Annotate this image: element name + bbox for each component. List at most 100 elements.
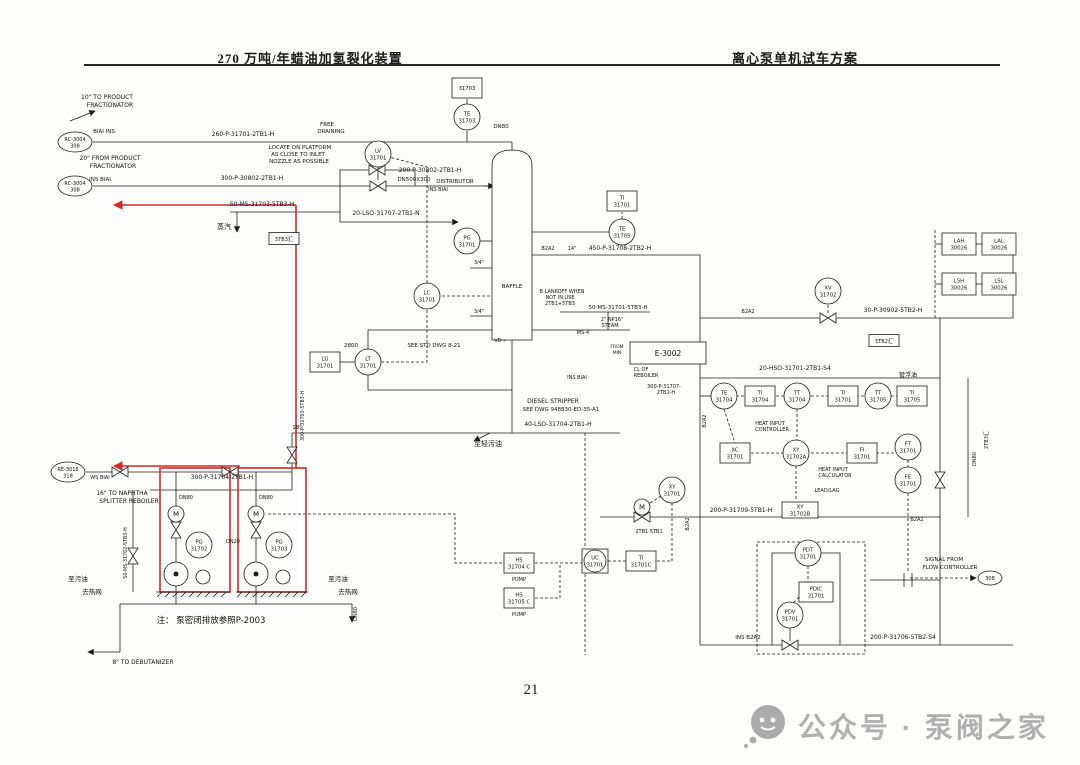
diagram-label: B LANKOFF WHEN bbox=[540, 289, 585, 295]
instrument-xc31701 bbox=[719, 442, 751, 464]
instrument-number: 30026 bbox=[951, 246, 968, 252]
valve-symbol bbox=[934, 471, 946, 489]
instrument-tag: TE bbox=[463, 112, 471, 118]
instrument-tag: HS bbox=[515, 593, 523, 599]
diagram-label: STEAM bbox=[601, 323, 618, 329]
grade-hatch bbox=[236, 591, 243, 598]
valve-symbol bbox=[781, 639, 799, 651]
diagram-label: 20-HSO-31701-2TB1-S4 bbox=[759, 365, 831, 372]
grade-hatch bbox=[204, 591, 211, 598]
instrument-pg31703 bbox=[265, 531, 293, 559]
instrument-number: 31701C bbox=[631, 563, 652, 569]
instrument-tag: LAL bbox=[994, 239, 1004, 245]
line-flag bbox=[57, 175, 93, 197]
diagram-label: HEAT INPUT bbox=[755, 421, 785, 427]
instrument-number: 31705 C bbox=[508, 600, 531, 606]
diagram-label: DN20 bbox=[226, 539, 240, 545]
instrument-tag: XY bbox=[797, 505, 805, 511]
instrument-m bbox=[167, 505, 185, 523]
instrument-xy31702b bbox=[781, 501, 819, 519]
diagram-label: 8" TO DEBUTANIZER bbox=[112, 659, 173, 666]
grade-hatch bbox=[244, 591, 251, 598]
valve-symbol bbox=[127, 547, 139, 565]
diagram-label: CL OF bbox=[634, 367, 649, 373]
diagram-label: 至轻污油 bbox=[474, 439, 502, 448]
instrument-xy31701 bbox=[658, 476, 686, 504]
grade-hatch bbox=[284, 591, 291, 598]
valve-symbol bbox=[111, 466, 129, 478]
pipe-line bbox=[367, 375, 512, 391]
instrument-tag: TT bbox=[874, 391, 882, 397]
spec-break-label: 5TB2汇 bbox=[875, 338, 893, 345]
instrument-tag: TI bbox=[638, 556, 644, 562]
diagram-label: DIESEL STRIPPER bbox=[527, 398, 579, 405]
instrument-number: 31702 bbox=[191, 547, 208, 553]
diagram-label: SEE DWG 948830-ED-35-A1 bbox=[523, 407, 600, 413]
watermark: 公众号 · 泵阀之家 bbox=[740, 700, 1049, 752]
valve-symbol bbox=[369, 180, 387, 192]
diagram-label: NOZZLE AS POSSIBLE bbox=[269, 159, 329, 165]
instrument-tag: XY bbox=[793, 448, 801, 454]
instrument-te31704 bbox=[710, 382, 738, 410]
header-left-title: 270 万吨/年蜡油加氢裂化装置 bbox=[217, 51, 403, 66]
instrument-tag: FT bbox=[905, 442, 912, 448]
line-flag bbox=[977, 570, 1003, 586]
spec-break-label: 5TB3汇 bbox=[275, 236, 293, 243]
diagram-label: 2" NP16" bbox=[601, 317, 624, 323]
diagram-label: E-3002 bbox=[655, 349, 682, 358]
instrument-lc31701 bbox=[413, 282, 441, 310]
instrument-ti31701 bbox=[827, 385, 859, 407]
diagram-label: DN80 bbox=[259, 495, 273, 501]
instrument-number: 31701 bbox=[854, 455, 871, 461]
spec-break-flag bbox=[268, 232, 300, 245]
header-rule bbox=[84, 64, 1000, 66]
instrument-tag: LSL bbox=[994, 279, 1003, 285]
diagram-label: B2A2 bbox=[685, 517, 691, 530]
instrument-number: 31701 bbox=[900, 482, 917, 488]
instrument-number: 31704 bbox=[789, 398, 806, 404]
pipe-line bbox=[69, 110, 96, 122]
instrument-tag: LSH bbox=[954, 279, 964, 285]
diagram-label: 50-MS-31703-5TB3-H bbox=[230, 201, 294, 208]
instrument-tag: LC bbox=[424, 291, 431, 297]
diagram-label: 10" TO PRODUCT bbox=[81, 94, 133, 101]
instrument-tag: M bbox=[639, 504, 645, 512]
header-right-title: 离心泵单机试车方案 bbox=[731, 51, 858, 66]
diagram-label: SEE STD DWG 8-21 bbox=[407, 343, 460, 349]
instrument-fi31701 bbox=[846, 442, 878, 464]
diagram-label: 200-P-31706-5TB2-S4 bbox=[870, 634, 936, 641]
pump-hub bbox=[173, 571, 179, 577]
diagram-label: 14" bbox=[568, 246, 577, 252]
instrument-tag: M bbox=[253, 511, 259, 519]
diagram-label: MS-4 bbox=[577, 330, 589, 336]
flag-tag: 308 bbox=[985, 576, 995, 582]
instrument-number: 31704 bbox=[716, 398, 733, 404]
diagram-label: VD→ bbox=[494, 338, 505, 344]
instrument-pg31702 bbox=[185, 531, 213, 559]
instrument-number: 31701 bbox=[614, 203, 631, 209]
grade-hatch bbox=[300, 591, 307, 598]
diagram-label: 20-LSO-31707-2TB1-N bbox=[352, 210, 419, 217]
instrument-number: 31705 bbox=[870, 398, 887, 404]
signal-line bbox=[723, 408, 736, 444]
instrument-hs31704c bbox=[503, 552, 535, 574]
instrument-tag: TI bbox=[909, 391, 915, 397]
instrument-tag: PDV bbox=[785, 610, 796, 616]
pump-coupling bbox=[195, 569, 211, 585]
diagram-label: DRAINING bbox=[317, 129, 344, 135]
instrument-number: 31701 bbox=[808, 594, 825, 600]
grade-hatch bbox=[276, 591, 283, 598]
chat-bubble-icon bbox=[744, 705, 785, 748]
signal-line bbox=[381, 309, 428, 363]
diagram-label: 30-P-30902-5TB2-H bbox=[864, 307, 923, 314]
diagram-label: NOT IN USE bbox=[545, 295, 574, 301]
diagram-label: 至污油 bbox=[328, 574, 348, 583]
instrument-ft31701 bbox=[894, 433, 922, 461]
grade-hatch bbox=[156, 591, 163, 598]
diagram-label: 450-P-31708-2TB2-H bbox=[589, 245, 652, 252]
diagram-label: 300-P-31703-5TB3-H bbox=[300, 391, 306, 441]
instrument-tag: XC bbox=[732, 448, 739, 454]
diagram-label: 3/4" bbox=[474, 260, 484, 266]
instrument-number: 31705 bbox=[614, 234, 631, 240]
